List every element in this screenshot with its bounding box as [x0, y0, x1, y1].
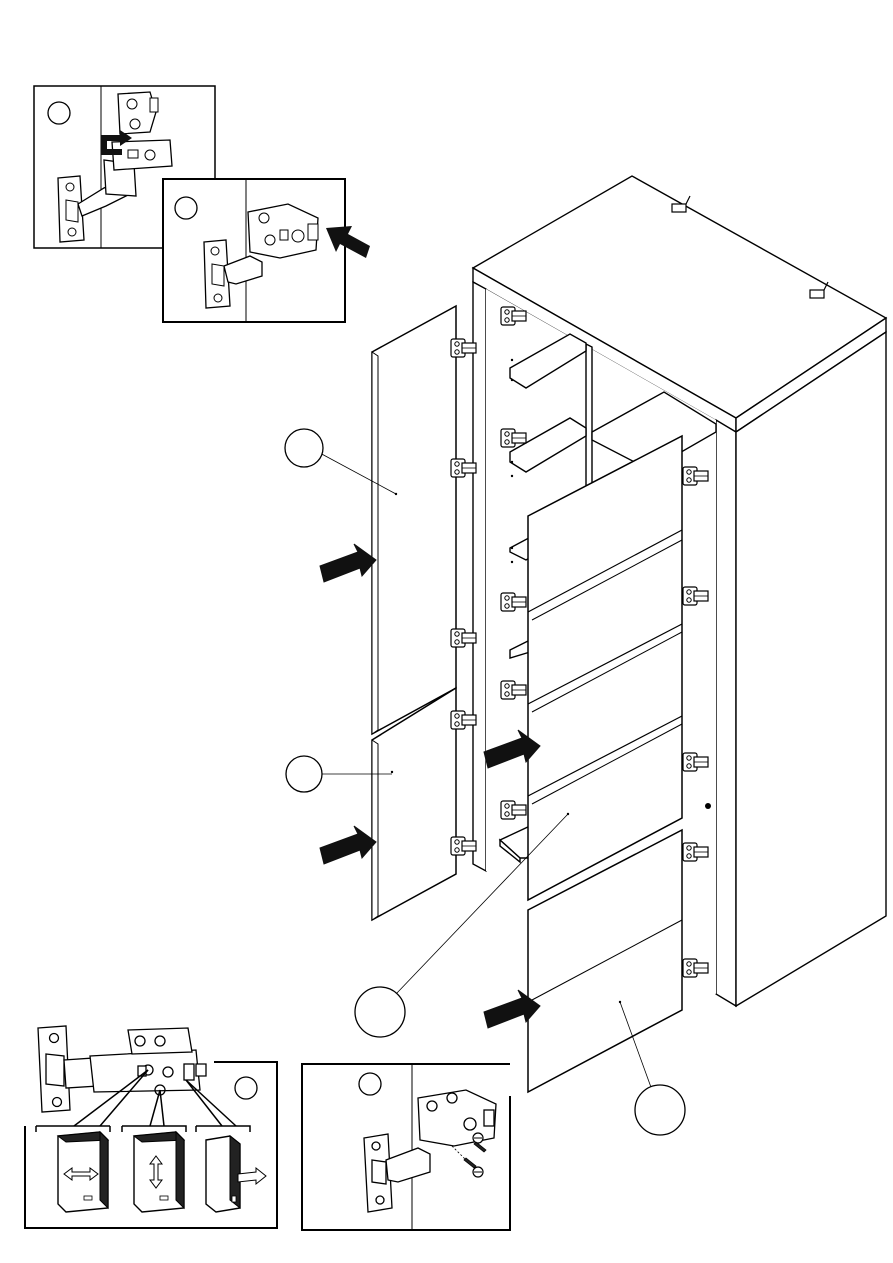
door-hinge	[451, 339, 476, 357]
mount-arrow-icon	[320, 544, 376, 582]
screw-guide-line	[452, 1146, 466, 1160]
inset-callout-circle	[235, 1077, 257, 1099]
side-adjust-panel	[206, 1136, 266, 1212]
inset-callout-circle	[175, 197, 197, 219]
mount-arrow-icon	[320, 826, 376, 864]
screw-icon	[464, 1158, 483, 1177]
side-arrow-icon	[238, 1168, 266, 1184]
inset-hinge-screw-detail	[302, 1064, 510, 1230]
left-upper-door	[372, 306, 476, 734]
inset-hinge-adjust-detail	[25, 1026, 277, 1228]
cabinet-right-side	[736, 332, 886, 1006]
depth-adjust-panel	[58, 1132, 108, 1212]
cabinet-left-side-edge	[473, 282, 486, 871]
inset-callout-circle	[48, 102, 70, 124]
door-hinge	[451, 837, 476, 855]
hinge-overview	[38, 1026, 206, 1112]
cabinet-side-front-edge	[716, 420, 736, 1006]
right-stack-door	[528, 436, 682, 900]
inset-callout-circle	[359, 1073, 381, 1095]
inset-hinge-press-detail	[163, 179, 370, 322]
door-hinge	[451, 629, 476, 647]
door-hinge	[451, 459, 476, 477]
door-hinge	[451, 711, 476, 729]
height-adjust-panel	[134, 1132, 184, 1212]
